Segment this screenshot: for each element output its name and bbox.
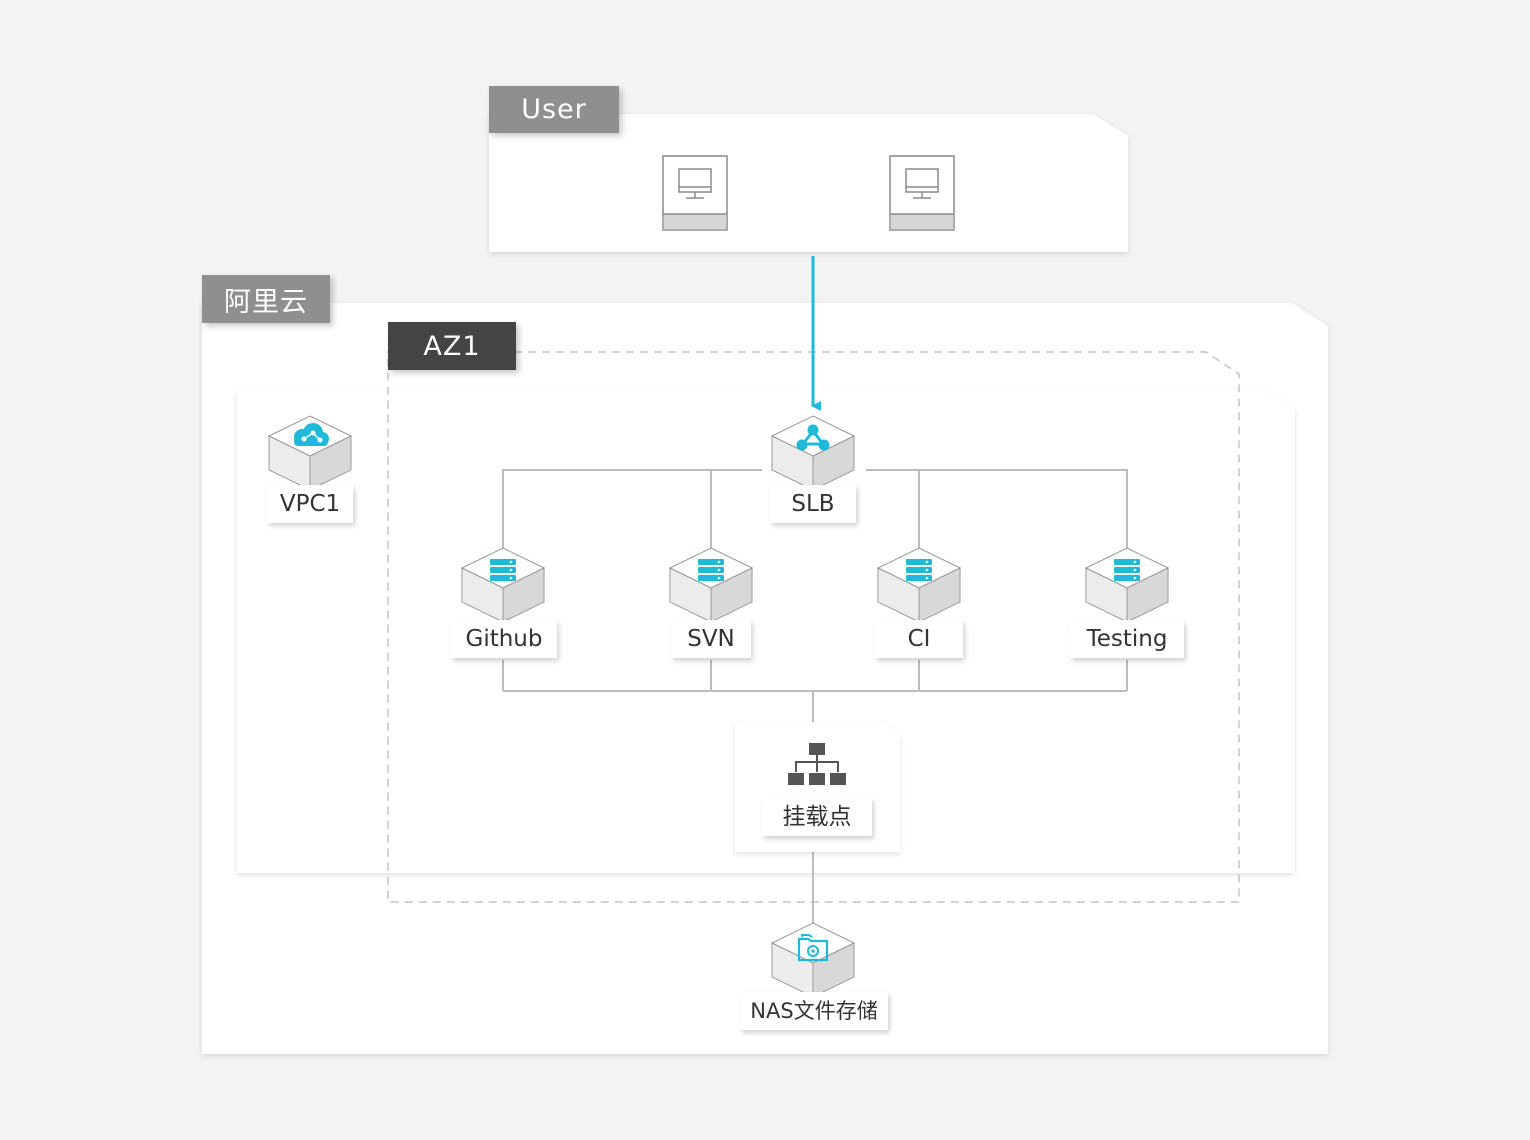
folder-storage-icon <box>771 922 855 998</box>
vpc-panel <box>237 390 1295 873</box>
vpc-label: VPC1 <box>267 485 353 523</box>
desktop-monitor-icon <box>662 155 728 231</box>
zone-group-label: AZ1 <box>423 330 481 362</box>
zone-group-tag: AZ1 <box>388 322 516 370</box>
user-group-tag: User <box>489 86 619 133</box>
server-label-testing: Testing <box>1070 620 1184 658</box>
slb-label: SLB <box>770 485 856 523</box>
server-bus-connector <box>502 660 1128 722</box>
slb-connector <box>502 469 1128 548</box>
server-label-svn: SVN <box>671 620 751 658</box>
server-label-ci: CI <box>875 620 963 658</box>
user-group-label: User <box>521 94 587 125</box>
cloud-group-label: 阿里云 <box>224 286 308 318</box>
server-rack-icon <box>461 547 545 623</box>
user-panel <box>489 114 1128 252</box>
server-rack-icon <box>877 547 961 623</box>
mount-point-label: 挂载点 <box>762 798 872 836</box>
zone-boundary <box>387 351 1240 903</box>
cloud-network-icon <box>268 415 352 491</box>
hierarchy-icon <box>788 743 846 785</box>
server-label-github: Github <box>451 620 557 658</box>
nas-label: NAS文件存储 <box>740 992 888 1030</box>
cloud-group-tag: 阿里云 <box>202 275 330 323</box>
desktop-monitor-icon <box>889 155 955 231</box>
server-rack-icon <box>669 547 753 623</box>
server-rack-icon <box>1085 547 1169 623</box>
load-balancer-icon <box>771 415 855 491</box>
